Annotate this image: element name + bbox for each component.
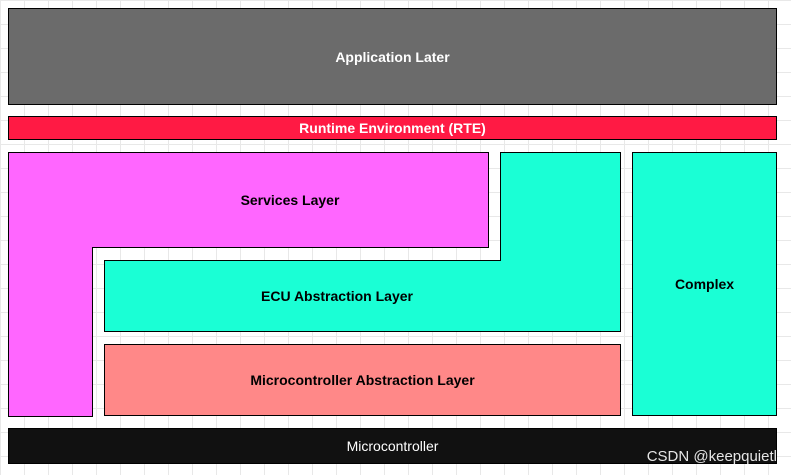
microcontroller-label: Microcontroller xyxy=(346,438,439,454)
microcontroller-block: Microcontroller xyxy=(8,428,777,464)
services-layer-label: Services Layer xyxy=(240,192,340,208)
application-layer-block: Application Later xyxy=(8,8,777,105)
rte-layer-label: Runtime Environment (RTE) xyxy=(299,120,486,136)
rte-layer-block: Runtime Environment (RTE) xyxy=(8,116,777,140)
csdn-watermark: CSDN @keepquietl xyxy=(646,448,777,465)
complex-drivers-block: Complex xyxy=(632,152,777,416)
ecu-abstraction-layer-shape xyxy=(104,152,621,332)
application-layer-label: Application Later xyxy=(335,48,450,65)
mcal-layer-block: Microcontroller Abstraction Layer xyxy=(104,344,621,416)
mcal-layer-label: Microcontroller Abstraction Layer xyxy=(250,372,475,388)
complex-drivers-label: Complex xyxy=(674,276,735,292)
ecu-abstraction-layer-label: ECU Abstraction Layer xyxy=(261,288,413,304)
services-layer-shape xyxy=(8,152,489,417)
